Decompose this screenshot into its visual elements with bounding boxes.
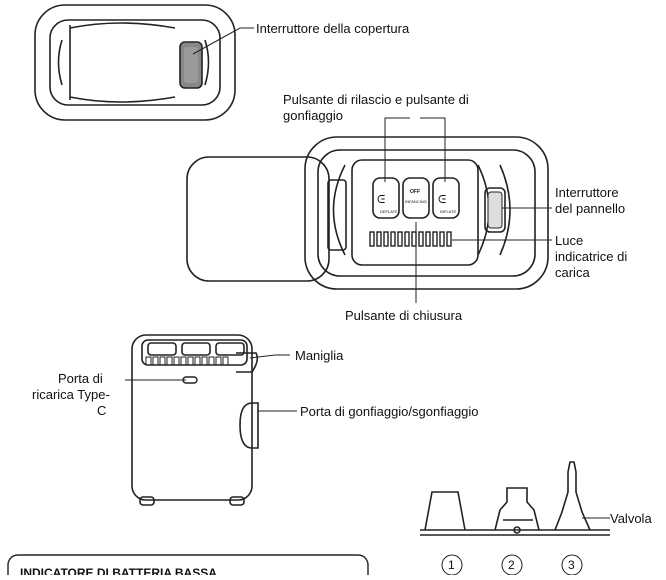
label-cover-switch: Interruttore della copertura — [256, 21, 410, 36]
svg-text:1: 1 — [448, 558, 455, 572]
label-close-button: Pulsante di chiusura — [345, 308, 463, 323]
nozzle-number-2: 2 — [501, 554, 523, 576]
close-button: OFF INFANCING — [402, 177, 430, 219]
deflate-button: DEFLATE — [372, 177, 400, 219]
label-release-line1: Pulsante di rilascio e pulsante di — [283, 92, 469, 107]
label-release-line2: gonfiaggio — [283, 108, 343, 123]
middle-device — [186, 136, 549, 290]
leader-release-left — [384, 117, 410, 182]
label-valve: Valvola — [610, 511, 652, 526]
charge-indicator-bars — [369, 231, 452, 247]
inflate-icon: ᕮ — [438, 194, 446, 206]
label-handle: Maniglia — [295, 348, 344, 363]
nozzle-set — [420, 461, 610, 536]
svg-text:INFANCING: INFANCING — [405, 199, 427, 204]
label-panel-switch-1: Interruttore — [555, 185, 619, 200]
label-inflate-port: Porta di gonfiaggio/sgonfiaggio — [300, 404, 479, 419]
svg-text:3: 3 — [568, 558, 575, 572]
nozzle-number-3: 3 — [561, 554, 583, 576]
label-typec-1: Porta di — [58, 371, 103, 386]
svg-text:OFF: OFF — [410, 189, 420, 195]
svg-text:2: 2 — [508, 558, 515, 572]
inflate-port — [239, 402, 259, 449]
svg-text:INFLATE: INFLATE — [440, 209, 456, 214]
warning-title: INDICATORE DI BATTERIA BASSA — [20, 566, 217, 575]
label-typec-2: ricarica Type- — [32, 387, 110, 402]
label-charge-light-1: Luce — [555, 233, 583, 248]
label-charge-light-3: carica — [555, 265, 590, 280]
pump-vent-bars — [145, 356, 229, 366]
top-device — [34, 4, 236, 121]
nozzle-number-1: 1 — [441, 554, 463, 576]
label-charge-light-2: indicatrice di — [555, 249, 627, 264]
svg-text:DEFLATE: DEFLATE — [380, 209, 398, 214]
panel-switch — [484, 187, 506, 233]
deflate-icon: ᕮ — [377, 194, 385, 206]
leader-cover-switch — [192, 27, 254, 55]
inflate-button: INFLATE — [432, 177, 460, 219]
label-typec-3: C — [97, 403, 106, 418]
leader-release-right — [420, 117, 446, 182]
leader-handle — [249, 354, 290, 359]
label-panel-switch-2: del pannello — [555, 201, 625, 216]
